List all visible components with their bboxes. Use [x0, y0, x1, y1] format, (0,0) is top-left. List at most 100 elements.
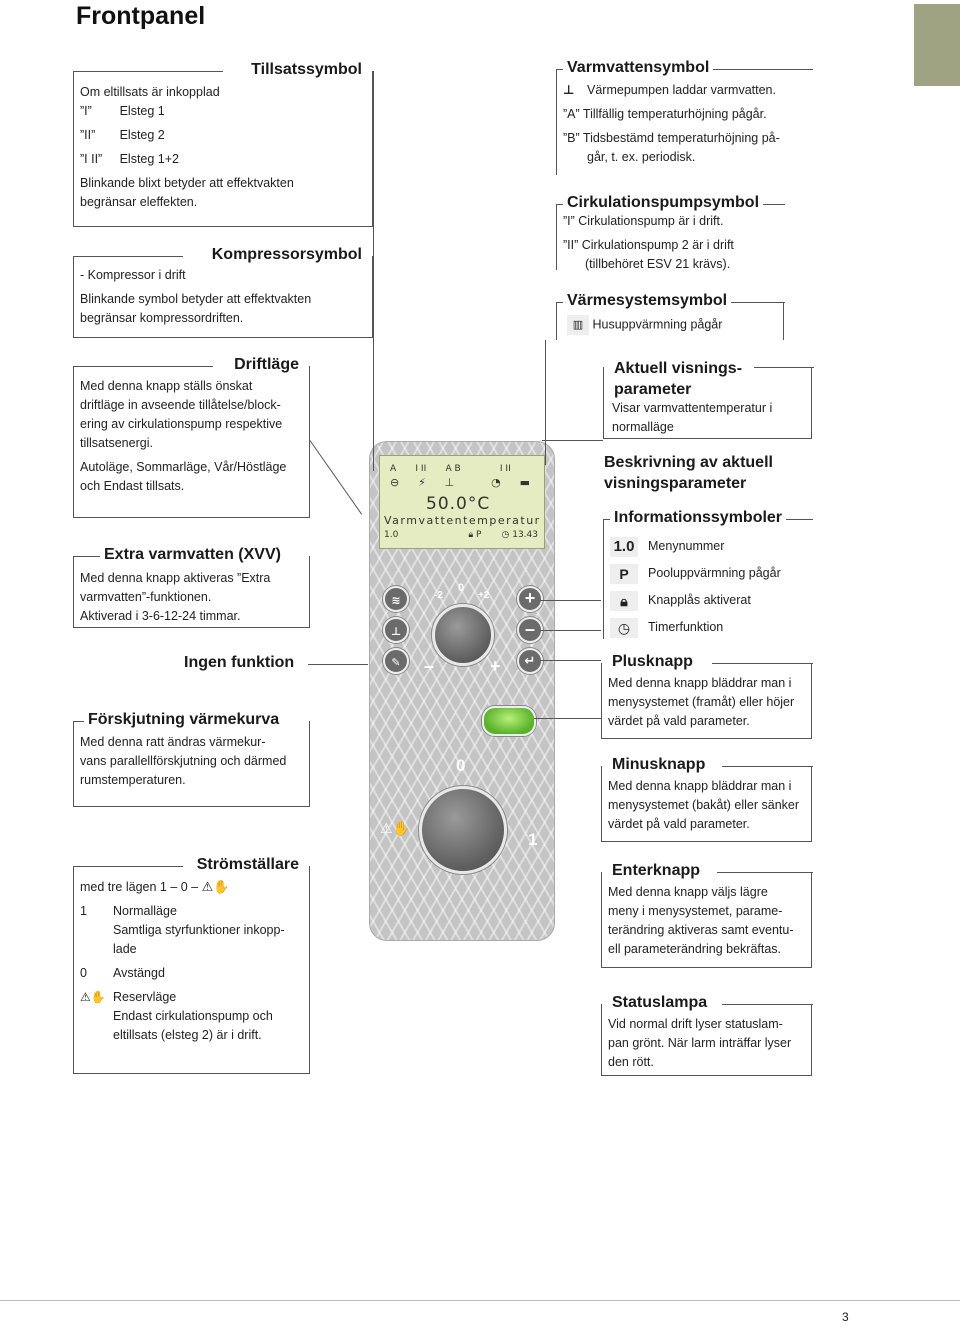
enter-line: terändring aktiveras samt eventu-: [608, 923, 794, 937]
varmvatten-line: ”A” Tillfällig temperaturhöjning pågår.: [563, 107, 767, 121]
leader-line: [534, 718, 601, 719]
leader-line: [373, 71, 374, 471]
compressor-icon: ⊖: [390, 476, 400, 489]
info-text: Menynummer: [648, 539, 725, 553]
info-text: Pooluppvärmning pågår: [648, 566, 781, 580]
reserve-hand-icon: ⚠✋: [380, 820, 410, 836]
varmvatten-line: Värmepumpen laddar varmvatten.: [587, 83, 776, 97]
minus-box: Minusknapp Med denna knapp bläddrar man …: [601, 755, 813, 842]
kompressor-line: Blinkande symbol betyder att effektvakte…: [80, 292, 312, 306]
minus-button[interactable]: –: [517, 617, 543, 643]
ingen-heading: Ingen funktion: [184, 654, 295, 671]
varmvatten-line: ”B” Tidsbestämd temperaturhöjning på-: [563, 131, 780, 145]
forskjutning-line: vans parallellförskjutning och därmed: [80, 754, 287, 768]
cirkulation-box: Cirkulationspumpsymbol ”I” Cirkulationsp…: [556, 193, 785, 271]
forskjutning-box: Förskjutning värmekurva Med denna ratt ä…: [73, 710, 310, 807]
stromstallare-text: Endast cirkulationspump och: [113, 1009, 273, 1023]
kompressor-heading: Kompressorsymbol: [207, 245, 366, 265]
tillsats-line: ”II” Elsteg 2: [80, 128, 165, 142]
tillsats-line: begränsar eleffekten.: [80, 195, 198, 209]
status-line: den rött.: [608, 1055, 654, 1069]
driftlage-box: Driftläge Med denna knapp ställs önskat …: [73, 355, 310, 518]
main-switch[interactable]: [419, 786, 507, 874]
enter-heading: Enterknapp: [608, 861, 705, 881]
enter-box: Enterknapp Med denna knapp väljs lägre m…: [601, 861, 813, 968]
extra-hot-water-button[interactable]: ⊥: [383, 617, 409, 643]
leader-line: [540, 630, 601, 631]
section-tab: [914, 4, 960, 86]
plus-line: värdet på vald parameter.: [608, 714, 750, 728]
lcd-menu-number: 1.0: [384, 530, 399, 540]
stromstallare-key: 0: [80, 966, 87, 980]
driftlage-line: och Endast tillsats.: [80, 479, 185, 493]
plus-line: Med denna knapp bläddrar man i: [608, 676, 792, 690]
kompressor-line: begränsar kompressordriften.: [80, 311, 244, 325]
kompressor-box: Kompressorsymbol - Kompressor i drift Bl…: [73, 245, 373, 338]
cirkulation-line: ”I” Cirkulationspump är i drift.: [563, 214, 724, 228]
driftlage-line: ering av cirkulationspump respektive: [80, 417, 283, 431]
switch-one-label: 1: [528, 830, 538, 849]
stromstallare-text: lade: [113, 942, 137, 956]
leader-line: [545, 340, 546, 465]
hand-icon: ⚠✋: [80, 990, 106, 1004]
xvv-line: varmvatten”-funktionen.: [80, 590, 212, 604]
no-function-button[interactable]: ✎: [383, 648, 409, 674]
mode-button[interactable]: ≋: [383, 586, 409, 612]
leader-line: [540, 660, 601, 661]
lcd-top-label: I II: [499, 464, 511, 474]
stromstallare-key: [80, 921, 113, 940]
tillsats-line: Blinkande blixt betyder att effektvakten: [80, 176, 294, 190]
driftlage-line: driftläge in avseende tillåtelse/block-: [80, 398, 281, 412]
lock-icon: 🔒︎: [610, 590, 638, 611]
minus-heading: Minusknapp: [608, 755, 710, 775]
tap-icon: ⊥: [444, 476, 455, 489]
stromstallare-key: 1: [80, 904, 87, 918]
enter-line: meny i menysystemet, parame-: [608, 904, 783, 918]
tool-icon: ✎: [391, 657, 401, 669]
tillsats-line: ”I II” Elsteg 1+2: [80, 152, 179, 166]
varmvatten-line: går, t. ex. periodisk.: [587, 150, 696, 164]
aktuell-heading: parameter: [614, 381, 692, 398]
clock-icon: ◷: [610, 617, 638, 638]
driftlage-line: tillsatsenergi.: [80, 436, 153, 450]
lcd-pool: P: [476, 530, 482, 540]
menu-number-icon: 1.0: [610, 536, 638, 557]
minus-line: värdet på vald parameter.: [608, 817, 750, 831]
leader-line: [540, 600, 601, 601]
status-box: Statuslampa Vid normal drift lyser statu…: [601, 993, 813, 1076]
footer-rule: [0, 1300, 960, 1301]
plus-line: menysystemet (framåt) eller höjer: [608, 695, 795, 709]
pump-icon: ◔: [491, 476, 501, 489]
aktuell-line: normalläge: [612, 420, 674, 434]
page-title: Frontpanel: [76, 2, 206, 30]
radiator-icon: ▬: [519, 476, 530, 489]
varmvatten-heading: Varmvattensymbol: [563, 58, 714, 78]
lcd-time: 13.43: [512, 530, 538, 540]
status-lamp: [482, 706, 536, 736]
driftlage-heading: Driftläge: [230, 355, 303, 375]
stromstallare-key: [80, 940, 113, 959]
cirkulation-line: ”II” Cirkulationspump 2 är i drift: [563, 238, 734, 252]
knob-scale-zero: 0: [458, 582, 465, 594]
tap-icon: ⊥: [563, 83, 575, 97]
minus-line: Med denna knapp bläddrar man i: [608, 779, 792, 793]
tillsats-heading: Tillsatssymbol: [247, 60, 366, 80]
stromstallare-text: Avstängd: [113, 966, 165, 980]
lcd-parameter-label: Varmvattentemperatur: [384, 514, 541, 527]
xvv-heading: Extra varmvatten (XVV): [100, 545, 285, 565]
varmesystem-box: Värmesystemsymbol ▥ Husuppvärmning pågår: [556, 291, 785, 340]
beskrivning-heading: Beskrivning av aktuell: [604, 454, 773, 471]
stromstallare-key: [80, 1007, 113, 1026]
plus-heading: Plusknapp: [608, 652, 697, 672]
heat-curve-knob[interactable]: [432, 604, 494, 666]
xvv-box: Extra varmvatten (XVV) Med denna knapp a…: [73, 545, 310, 628]
enter-button[interactable]: ↵: [517, 648, 543, 674]
lcd-top-label: I II: [415, 464, 427, 474]
stromstallare-heading: Strömställare: [192, 855, 303, 875]
enter-line: ell parameterändring bekräftas.: [608, 942, 782, 956]
page-number: 3: [842, 1310, 849, 1324]
clock-icon: ◷: [501, 530, 510, 540]
plus-button[interactable]: +: [517, 586, 543, 612]
knob-minus-label: –: [424, 656, 435, 676]
status-heading: Statuslampa: [608, 993, 712, 1013]
